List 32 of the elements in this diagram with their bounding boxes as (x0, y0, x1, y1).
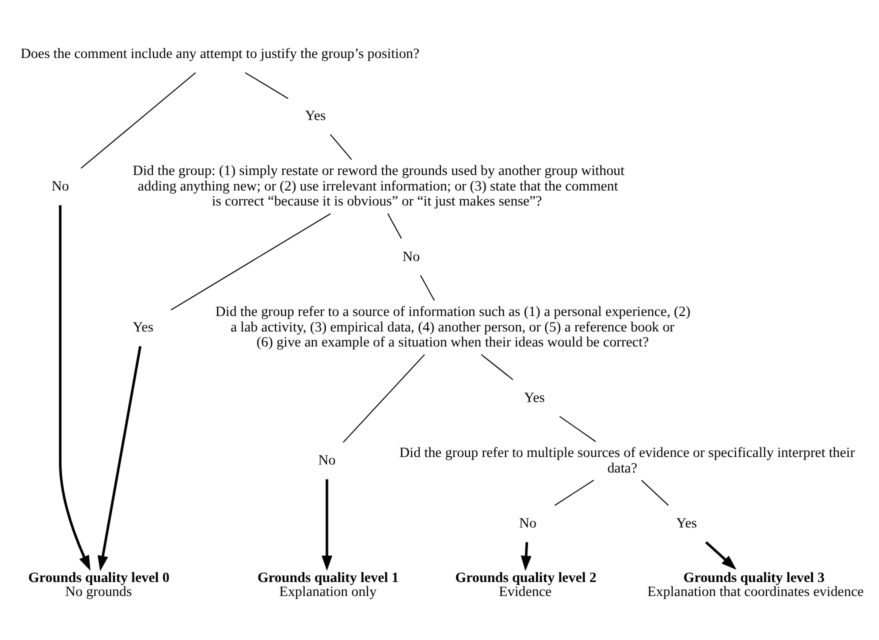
connector (559, 416, 596, 442)
connector (80, 72, 196, 169)
node-text: Yes (676, 516, 697, 532)
node-text: Did the group refer to a source of information such as (1) a personal experience, (2) a lab activity, (3) empirical data, (4) another person, or (5) a reference book or (6) give an example of a situation when their ideas would be correct? (215, 304, 690, 351)
node-text: Did the group refer to multiple sources of evidence or specifically interpret their data? (399, 445, 855, 476)
connector (244, 72, 288, 99)
node-text: Yes (305, 108, 326, 124)
node-text: Grounds quality level 0 No grounds (28, 570, 170, 600)
connector (330, 134, 352, 160)
node-text: Yes (132, 319, 154, 336)
node-text: Grounds quality level 2 Evidence (455, 570, 596, 600)
node-text: Yes (524, 390, 545, 406)
node-text: Grounds quality level 3 Explanation that coordinates evidence (647, 570, 864, 600)
node-text: No (318, 452, 336, 469)
arrow (322, 479, 332, 571)
connector (480, 354, 514, 380)
connector (641, 480, 669, 506)
connector (554, 480, 594, 506)
connector (342, 354, 425, 443)
node-text: Did the group: (1) simply restate or reword the grounds used by another group without adding anything new; or (2) use irrelevant information; or (3) state that the comment is correct “because it is obvious” or “it just makes sense”? (132, 163, 624, 210)
connector (170, 213, 331, 310)
node-text: No (52, 178, 69, 194)
node-text: Grounds quality level 1 Explanation only (257, 570, 399, 600)
arrow (58, 205, 90, 571)
node-text: No (402, 248, 420, 265)
connector (420, 275, 435, 301)
node-text: No (519, 516, 536, 532)
arrow (705, 541, 736, 570)
arrow (520, 542, 532, 572)
node-text: Does the comment include any attempt to justify the group’s position? (20, 46, 420, 62)
arrow (98, 346, 142, 572)
connector (387, 213, 402, 239)
